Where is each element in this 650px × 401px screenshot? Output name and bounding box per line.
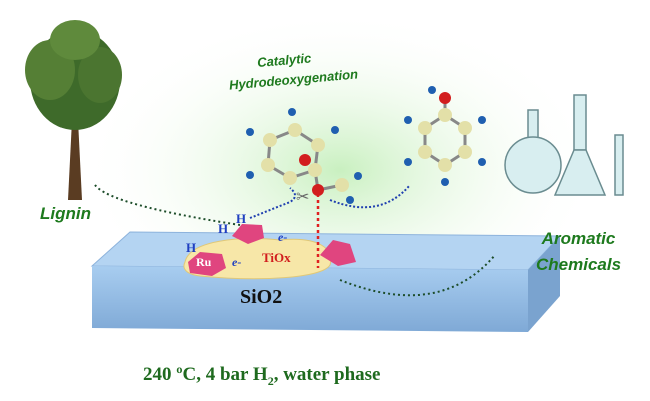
conditions-sub: 2 xyxy=(267,373,274,388)
product-label: Aromatic Chemicals xyxy=(536,226,621,278)
sio2-label: SiO2 xyxy=(240,286,283,308)
lignin-label: Lignin xyxy=(40,204,91,223)
product-arrow xyxy=(339,254,496,297)
ru-particle xyxy=(188,252,226,276)
lab-glassware-icon xyxy=(504,94,624,196)
ru-particle xyxy=(320,240,356,266)
electron-label: e- xyxy=(278,230,288,244)
hydrogen-label: H xyxy=(186,240,197,255)
scissors-icon: ✂ xyxy=(296,189,309,206)
guaiacol-molecule xyxy=(246,108,362,204)
product-label-line1: Aromatic xyxy=(541,229,616,248)
conditions-main: 240 ºC, 4 bar H xyxy=(143,364,268,385)
ru-particle xyxy=(232,224,264,244)
hydrogen-label: H xyxy=(236,211,247,226)
h-spillover-arrow xyxy=(249,187,296,219)
tree-icon xyxy=(25,20,122,200)
sio2-support xyxy=(90,231,562,332)
product-label-line2: Chemicals xyxy=(536,255,622,274)
conditions-rest: , water phase xyxy=(273,364,381,385)
phenol-molecule xyxy=(404,86,486,186)
tiox-label: TiOx xyxy=(262,250,291,265)
electron-label: e- xyxy=(232,255,242,269)
ru-label: Ru xyxy=(196,255,212,269)
reaction-conditions: 240 ºC, 4 bar H2, water phase xyxy=(143,364,380,389)
hydrogen-label: H xyxy=(218,221,229,236)
